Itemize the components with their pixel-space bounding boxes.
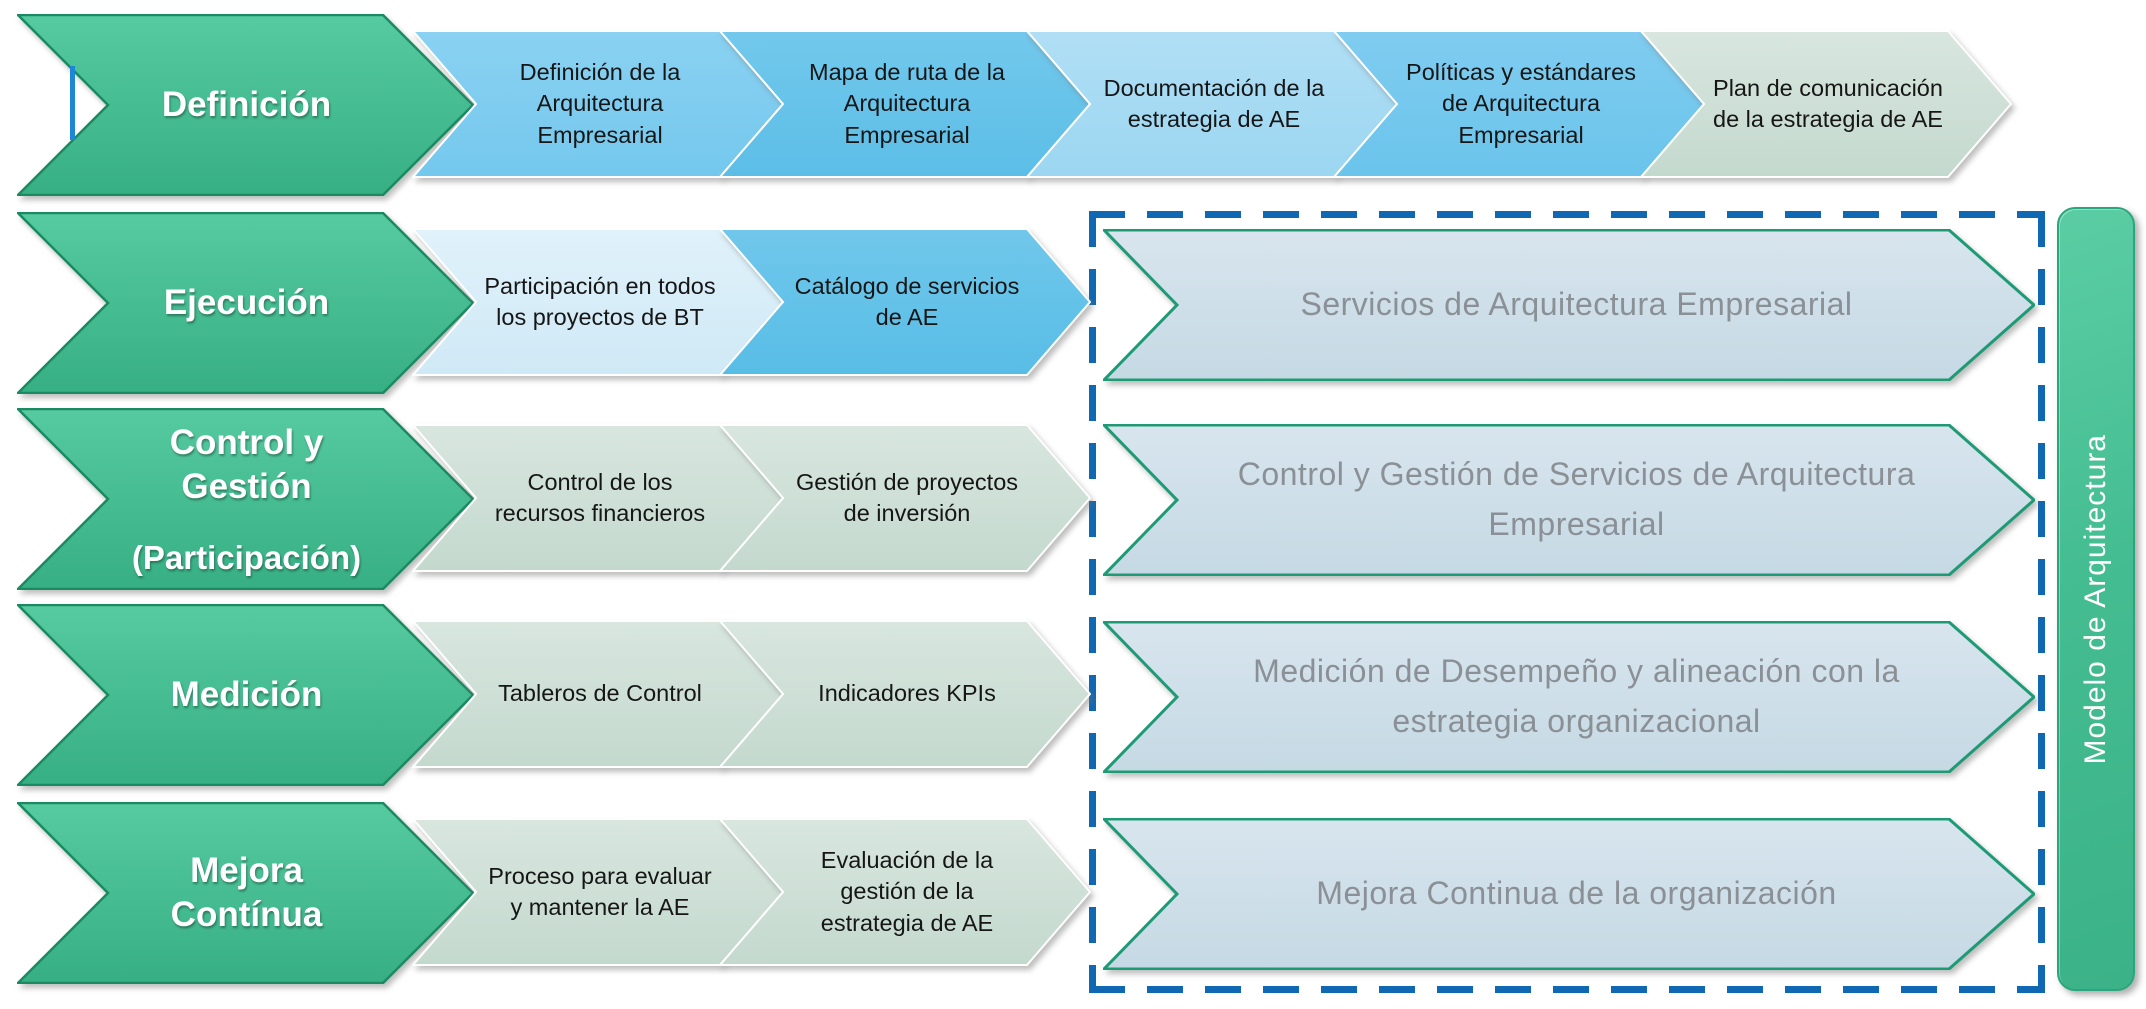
step-label: Tableros de Control bbox=[498, 680, 702, 707]
outcome-arrow: Mejora Continua de la organización bbox=[1103, 818, 2035, 970]
stage-arrow-mejora-continua: Mejora Contínua bbox=[17, 802, 474, 984]
step-arrow: Gestión de proyectos de inversión bbox=[719, 424, 1091, 572]
dashed-border-right bbox=[2038, 211, 2045, 993]
outcome-label: Control y Gestión de Servicios de Arquit… bbox=[1237, 456, 1916, 542]
dashed-border-left bbox=[1089, 211, 1096, 993]
step-arrow: Control de los recursos financieros bbox=[412, 424, 784, 572]
step-label: Proceso para evaluar y mantener la AE bbox=[488, 862, 712, 920]
stage-label: Definición bbox=[161, 85, 332, 125]
outcome-arrow: Medición de Desempeño y alineación con l… bbox=[1103, 621, 2035, 773]
step-label: Gestión de proyectos de inversión bbox=[795, 468, 1019, 526]
stage-label: Mejora Contínua bbox=[170, 851, 323, 934]
step-arrow: Indicadores KPIs bbox=[719, 620, 1091, 768]
step-label: Control de los recursos financieros bbox=[494, 468, 706, 526]
stage-label: Ejecución bbox=[163, 283, 330, 323]
step-label: Evaluación de la gestión de la estrategi… bbox=[820, 847, 994, 936]
step-arrow: Proceso para evaluar y mantener la AE bbox=[412, 818, 784, 966]
step-arrow: Definición de la Arquitectura Empresaria… bbox=[412, 30, 784, 178]
outcome-label: Medición de Desempeño y alineación con l… bbox=[1253, 653, 1900, 739]
outcome-arrow: Control y Gestión de Servicios de Arquit… bbox=[1103, 424, 2035, 576]
stage-label: Control y Gestión bbox=[169, 423, 324, 506]
model-architecture-bar: Modelo de Arquitectura bbox=[2057, 207, 2135, 991]
dashed-border-bottom bbox=[1089, 986, 2045, 993]
step-label: Plan de comunicación de la estrategia de… bbox=[1713, 74, 1943, 132]
dashed-outline-box bbox=[1089, 211, 2045, 993]
step-label: Documentación de la estrategia de AE bbox=[1103, 74, 1325, 132]
stage-arrow-medicion: Medición bbox=[17, 604, 474, 786]
stage-arrow-control-gestion: Control y Gestión (Participación) bbox=[17, 408, 474, 590]
step-label: Participación en todos los proyectos de … bbox=[484, 272, 716, 330]
stage-note: (Participación) bbox=[131, 538, 362, 576]
model-architecture-label: Modelo de Arquitectura bbox=[2079, 433, 2112, 765]
dashed-border-top bbox=[1089, 211, 2045, 218]
blue-tick-line bbox=[70, 66, 75, 140]
outcome-label: Mejora Continua de la organización bbox=[1316, 875, 1837, 912]
step-arrow: Tableros de Control bbox=[412, 620, 784, 768]
outcome-arrow: Servicios de Arquitectura Empresarial bbox=[1103, 229, 2035, 381]
step-arrow: Participación en todos los proyectos de … bbox=[412, 228, 784, 376]
outcome-label: Servicios de Arquitectura Empresarial bbox=[1300, 286, 1853, 323]
step-label: Catálogo de servicios de AE bbox=[794, 272, 1020, 330]
step-arrow: Plan de comunicación de la estrategia de… bbox=[1640, 30, 2012, 178]
step-arrow: Evaluación de la gestión de la estrategi… bbox=[719, 818, 1091, 966]
step-arrow: Documentación de la estrategia de AE bbox=[1026, 30, 1398, 178]
step-label: Definición de la Arquitectura Empresaria… bbox=[519, 59, 681, 148]
step-label: Indicadores KPIs bbox=[818, 680, 996, 707]
step-label: Políticas y estándares de Arquitectura E… bbox=[1406, 59, 1636, 148]
step-arrow: Catálogo de servicios de AE bbox=[719, 228, 1091, 376]
stage-arrow-definicion: Definición bbox=[17, 14, 474, 196]
stage-arrow-ejecucion: Ejecución bbox=[17, 212, 474, 394]
stage-label: Medición bbox=[170, 675, 323, 715]
step-label: Mapa de ruta de la Arquitectura Empresar… bbox=[809, 59, 1005, 148]
